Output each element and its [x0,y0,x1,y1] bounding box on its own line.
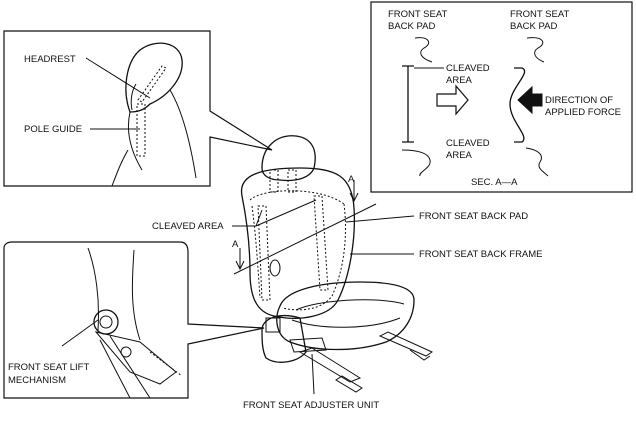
back-pad-label: FRONT SEAT BACK PAD [419,211,528,222]
headrest-leader [85,57,151,99]
seat-headrest-pole-left [269,169,279,193]
inset-cleaved-top-label-1: CLEAVED [446,63,490,74]
seat-rail-left [298,347,362,383]
back-pad-leader [345,215,415,223]
seat-back-hole [269,259,281,277]
inset-hollow-arrow-icon [436,84,469,116]
seat-cushion [276,281,415,351]
headrest-inset-seatback [128,89,197,179]
inset-cleaved-top-label-2: AREA [446,75,473,86]
lift-inset-seatback-2 [131,249,141,341]
lift-inset-seatback [87,247,99,331]
cleaved-leader-b [255,199,317,227]
seat-cushion-seam-2 [291,317,401,328]
section-a-left-label: A [232,239,239,250]
lift-label-1: FRONT SEAT LIFT [8,362,89,373]
section-arrow-top-icon [349,180,359,203]
inset-force-label-1: DIRECTION OF [545,95,613,106]
section-inset: FRONT SEAT BACK PAD FRONT SEAT BACK PAD … [370,1,633,193]
lift-gear-hub [99,315,113,329]
seat-back-seam-right [281,203,346,311]
inset-pad-left-top-curve [414,37,433,63]
inset-pad-left-bottom-curve [401,149,431,177]
section-line [233,203,377,275]
inset-pad-right-top-curve [526,37,545,63]
inset-force-label-2: APPLIED FORCE [545,107,621,118]
headrest-label: HEADREST [24,54,76,65]
seat-rail-right [378,331,434,357]
seat-back-seam-left [251,205,261,299]
lift-bolt [120,346,132,358]
lift-rail-holes [149,351,183,377]
inset-cleaved-bottom-label-2: AREA [446,150,473,161]
lift-inset: FRONT SEAT LIFT MECHANISM [3,241,265,399]
seat-cushion-seam [295,299,405,311]
lift-label-2: MECHANISM [8,375,66,386]
inset-pad-right-deformed [509,67,526,143]
seat-rail-foot [335,375,363,393]
headrest-inset-frame [3,30,273,187]
inset-section-caption: SEC. A—A [471,177,518,188]
headrest-edge [130,83,137,111]
inset-pad-left-label-2: BACK PAD [388,21,435,32]
cleaved-leader-a [255,209,263,227]
seat-headrest-pole-right [287,169,297,193]
section-arrow-left-icon [235,248,245,271]
inset-pad-right-bottom-curve [525,147,549,177]
adjuster-leader [311,353,315,395]
inset-pad-right-label-2: BACK PAD [510,21,557,32]
cleaved-area-label: CLEAVED AREA [152,221,224,232]
inset-pad-right-label-1: FRONT SEAT [510,9,569,20]
lift-arms [99,335,151,399]
adjuster-label: FRONT SEAT ADJUSTER UNIT [243,400,379,411]
seat-lever [289,337,327,353]
inset-force-arrow-icon [517,85,543,115]
lift-inset-frame [3,241,265,399]
back-frame-label: FRONT SEAT BACK FRAME [419,249,543,260]
seat-back-seam-top [249,190,345,205]
pole-guide-shape [136,103,146,157]
pole-guide-label: POLE GUIDE [24,124,82,135]
seat-rail-foot-right [409,349,431,361]
lift-bracket [94,331,177,385]
inset-pad-left-label-1: FRONT SEAT [388,9,447,20]
headrest-inset-side [111,149,129,187]
lift-leader [61,319,99,347]
seat-cleaved-right [313,195,329,291]
seat-cleaved-left [257,205,271,301]
headrest-pole [137,65,167,103]
section-inset-frame [370,1,633,193]
inset-cleaved-bottom-label-1: CLEAVED [446,138,490,149]
seat-side-shield [261,315,307,363]
seat-back [240,167,356,319]
section-a-top-label: A [348,174,355,185]
inset-pad-left-bracket [402,65,414,143]
seat-lift-knob [265,317,281,333]
headrest-inset: HEADREST POLE GUIDE [3,30,273,187]
seat-main: A A [232,135,434,393]
